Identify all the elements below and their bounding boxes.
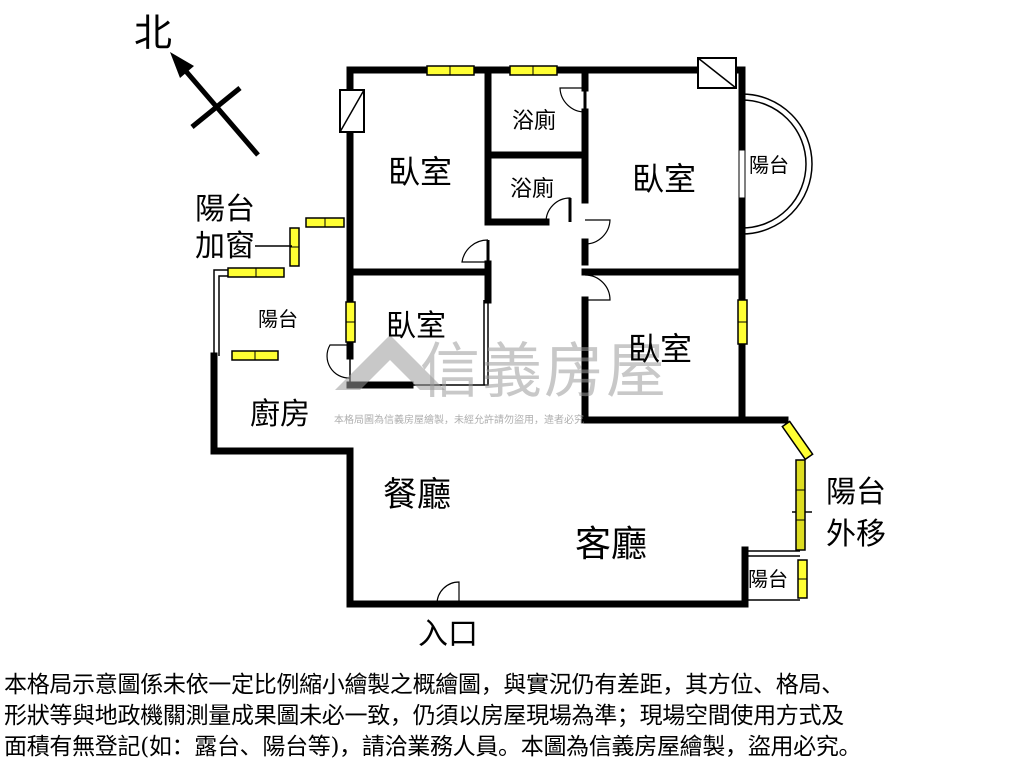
ac-unit-icon — [697, 57, 737, 89]
north-arrow-icon — [170, 52, 260, 157]
room-label-bedroom: 臥室 — [386, 309, 446, 344]
walls — [210, 66, 789, 608]
window — [781, 420, 814, 461]
room-label-balcony: 陽台 — [749, 153, 789, 177]
room-label-bedroom: 臥室 — [388, 153, 452, 191]
round-balcony — [738, 93, 813, 235]
room-label-balcony: 陽台 — [748, 567, 788, 591]
brand-logo-icon — [335, 335, 445, 390]
watermark-brand: 信義房屋 — [420, 337, 668, 407]
annotation-balcony-moved: 外移 — [826, 517, 886, 552]
annotation-balcony-window: 加窗 — [195, 229, 255, 264]
disclaimer: 本格局示意圖係未依一定比例縮小繪製之概繪圖，與實況仍有差距，其方位、格局、 形狀… — [4, 670, 1022, 763]
entrance-label: 入口 — [418, 617, 478, 652]
disclaimer-line: 形狀等與地政機關測量成果圖未必一致，仍須以房屋現場為準；現場空間使用方式及 — [4, 703, 844, 729]
window — [795, 459, 806, 551]
room-label-bathroom: 浴廁 — [512, 109, 556, 134]
disclaimer-line: 面積有無登記(如：露台、陽台等)，請洽業務人員。本圖為信義房屋繪製，盜用必究。 — [4, 734, 862, 760]
disclaimer-line: 本格局示意圖係未依一定比例縮小繪製之概繪圖，與實況仍有差距，其方位、格局、 — [4, 672, 844, 698]
windows — [227, 65, 814, 599]
room-label-kitchen: 廚房 — [250, 397, 310, 432]
room-label-bedroom: 臥室 — [632, 160, 696, 198]
ac-unit-icon — [339, 89, 365, 133]
thin-lines — [213, 269, 812, 601]
room-label-bedroom: 臥室 — [628, 330, 692, 368]
room-label-balcony: 陽台 — [258, 307, 298, 331]
floor-plan: 北 — [134, 11, 886, 652]
watermark-notice: 本格局圖為信義房屋繪製，未經允許請勿盜用，違者必究 — [334, 413, 584, 426]
room-label-living: 客廳 — [575, 524, 647, 565]
door-swings — [326, 87, 611, 605]
north-label: 北 — [134, 11, 172, 55]
room-label-dining: 餐廳 — [383, 475, 451, 515]
annotation-balcony-window: 陽台 — [195, 192, 255, 227]
room-label-bathroom: 浴廁 — [510, 177, 554, 202]
annotation-balcony-moved: 陽台 — [826, 475, 886, 510]
